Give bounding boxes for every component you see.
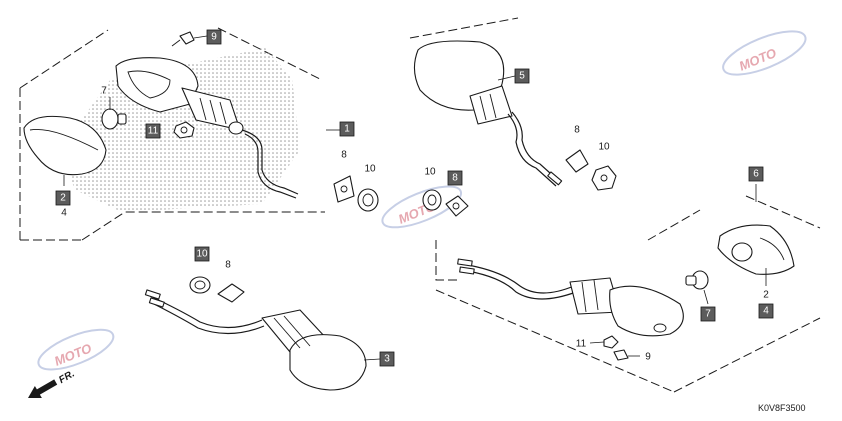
grommet-lower xyxy=(189,276,211,294)
group-front-left-winker xyxy=(19,27,340,241)
svg-text:11: 11 xyxy=(148,126,159,137)
group-front-right-winker xyxy=(409,17,617,191)
group-stay-hardware-center xyxy=(422,189,469,217)
callout-3[interactable]: 3 xyxy=(379,351,395,367)
callout-6[interactable]: 6 xyxy=(748,166,764,182)
front-direction-indicator: FR. xyxy=(28,368,77,399)
svg-text:10: 10 xyxy=(196,249,208,260)
winker-housing-right xyxy=(717,224,795,275)
callout-2-lower-right[interactable]: 2 xyxy=(763,290,769,301)
group-stay-hardware-left xyxy=(333,175,379,212)
callout-8-top[interactable]: 8 xyxy=(574,125,580,136)
winker-lens-lower-right xyxy=(609,285,684,337)
watermark-bottom-left: MOTO xyxy=(37,328,115,371)
callout-11[interactable]: 11 xyxy=(145,123,161,139)
svg-text:5: 5 xyxy=(519,71,525,82)
callout-5[interactable]: 5 xyxy=(514,68,530,84)
svg-text:9: 9 xyxy=(211,32,217,43)
stay-plate-top xyxy=(565,149,589,173)
callout-10-top[interactable]: 10 xyxy=(598,142,610,153)
group-rear-right-winker xyxy=(435,184,821,393)
svg-text:8: 8 xyxy=(452,173,458,184)
group-rear-left-winker xyxy=(144,276,367,391)
grommet xyxy=(357,188,379,212)
callout-8-left[interactable]: 8 xyxy=(341,150,347,161)
front-label: FR. xyxy=(57,368,76,386)
callout-8-center[interactable]: 8 xyxy=(447,170,463,186)
screw-front-left xyxy=(179,31,195,45)
svg-text:MOTO: MOTO xyxy=(737,45,779,73)
callout-9-lower-right[interactable]: 9 xyxy=(645,352,651,363)
svg-text:4: 4 xyxy=(763,306,769,317)
svg-text:6: 6 xyxy=(753,169,759,180)
callout-11-lower-right[interactable]: 11 xyxy=(576,339,587,350)
callout-10-center[interactable]: 10 xyxy=(424,167,436,178)
callout-7-lower-right[interactable]: 7 xyxy=(700,306,716,322)
nut-front-left xyxy=(173,121,195,139)
nut-top xyxy=(591,165,617,191)
callout-1[interactable]: 1 xyxy=(339,121,355,137)
svg-text:2: 2 xyxy=(60,193,66,204)
callout-4-lower-right[interactable]: 4 xyxy=(758,303,774,319)
callout-7[interactable]: 7 xyxy=(101,86,107,97)
bulb xyxy=(101,108,119,130)
callout-4[interactable]: 4 xyxy=(61,208,67,219)
callout-10-lower[interactable]: 10 xyxy=(194,246,210,262)
screw-lower-right xyxy=(613,349,629,361)
callout-8-lower[interactable]: 8 xyxy=(225,260,231,271)
lens-front-left xyxy=(23,115,107,176)
stay-plate-lower xyxy=(217,283,245,303)
front-arrow-icon xyxy=(28,379,58,399)
svg-text:1: 1 xyxy=(344,124,350,135)
diagram-code: K0V8F3500 xyxy=(758,403,806,413)
watermark-top-right: MOTO xyxy=(722,30,807,76)
winker-lens-lower-left xyxy=(289,334,367,391)
stay-plate xyxy=(333,175,355,203)
callout-9[interactable]: 9 xyxy=(206,29,222,45)
svg-text:3: 3 xyxy=(384,354,390,365)
svg-text:7: 7 xyxy=(705,309,711,320)
nut-lower-right xyxy=(603,335,619,349)
callout-2[interactable]: 2 xyxy=(55,190,71,206)
callout-10-left[interactable]: 10 xyxy=(364,164,376,175)
